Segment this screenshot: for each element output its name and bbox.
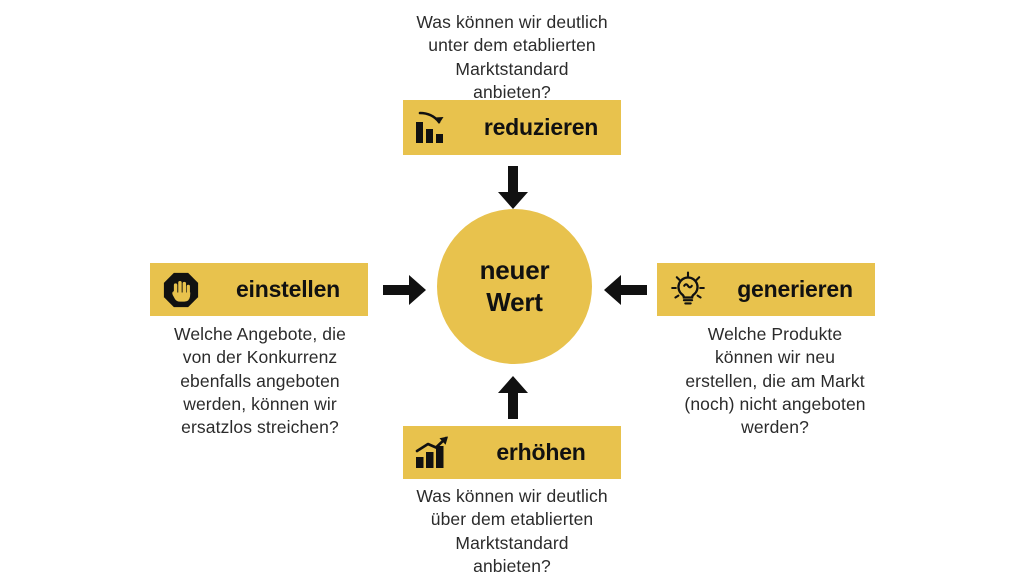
caption-line: können wir neu (714, 347, 836, 368)
caption-einstellen: Welche Angebote, die von der Konkurrenz … (140, 323, 380, 439)
caption-line: Was können wir deutlich (416, 12, 608, 32)
caption-line: anbieten? (473, 555, 551, 576)
caption-generieren: Welche Produkte können wir neu erstellen… (655, 323, 895, 439)
caption-line: ersatzlos streichen? (181, 417, 339, 438)
caption-line: über dem etablierten (430, 509, 594, 530)
caption-line: anbieten? (473, 81, 551, 102)
arrow-up-icon (495, 376, 531, 420)
action-box-einstellen[interactable]: einstellen (150, 263, 368, 316)
action-box-generieren[interactable]: generieren (657, 263, 875, 316)
action-label-generieren: generieren (737, 276, 853, 302)
action-label-reduzieren: reduzieren (483, 114, 599, 140)
bar-chart-up-icon (403, 426, 465, 479)
action-box-erhoehen[interactable]: erhöhen (403, 426, 621, 479)
lightbulb-icon (657, 263, 719, 316)
caption-line: erstellen, die am Markt (685, 370, 865, 391)
caption-line: (noch) nicht angeboten (684, 393, 866, 414)
caption-line: Marktstandard (455, 532, 569, 553)
caption-line: Welche Angebote, die (174, 324, 346, 344)
action-box-reduzieren[interactable]: reduzieren (403, 100, 621, 155)
arrow-right-icon (383, 272, 427, 308)
caption-line: Was können wir deutlich (416, 486, 608, 506)
arrow-down-icon (495, 166, 531, 210)
caption-line: werden, können wir (183, 393, 337, 414)
center-circle-neuer-wert: neuer Wert (437, 209, 592, 364)
caption-line: werden? (741, 417, 809, 438)
arrow-left-icon (603, 272, 647, 308)
center-title-line1: neuer (479, 254, 550, 285)
caption-line: Marktstandard (455, 58, 569, 79)
center-title-line2: Wert (486, 286, 543, 317)
caption-erhoehen: Was können wir deutlich über dem etablie… (372, 485, 652, 576)
caption-reduzieren: Was können wir deutlich unter dem etabli… (372, 11, 652, 104)
bar-chart-down-icon (403, 100, 465, 155)
stop-hand-icon (150, 263, 212, 316)
caption-line: von der Konkurrenz (182, 347, 338, 368)
action-label-einstellen: einstellen (235, 276, 341, 302)
caption-line: Welche Produkte (707, 324, 843, 344)
action-label-erhoehen: erhöhen (496, 439, 586, 465)
caption-line: unter dem etablierten (428, 35, 596, 56)
caption-line: ebenfalls angeboten (180, 370, 340, 391)
